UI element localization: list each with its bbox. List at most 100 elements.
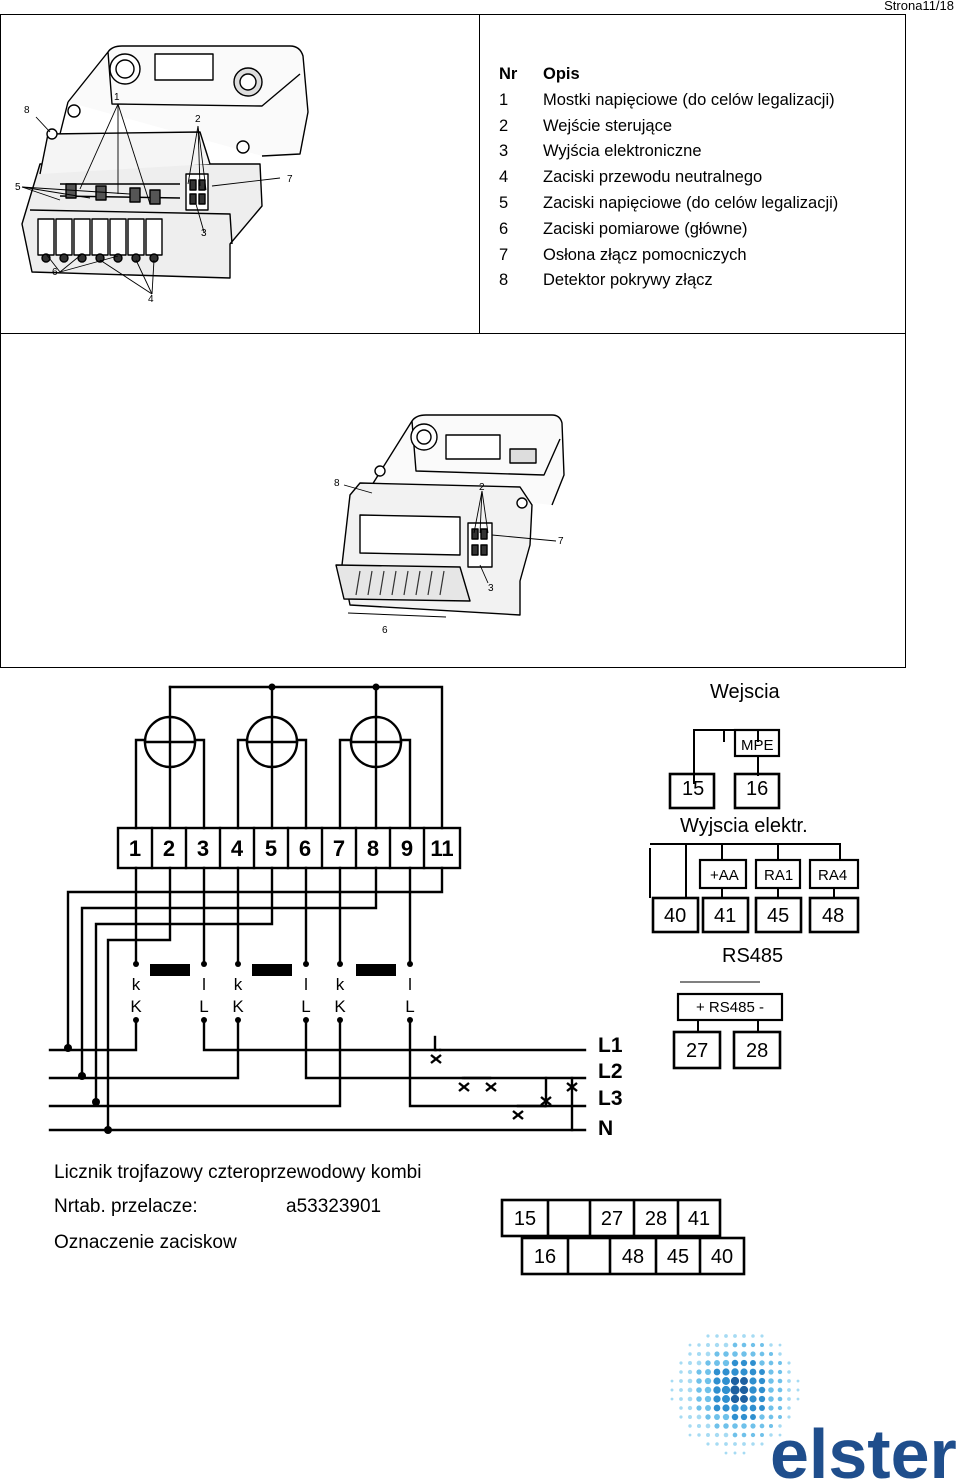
logo-dot (742, 1334, 746, 1338)
logo-dot (706, 1334, 710, 1338)
logo-dot (778, 1415, 782, 1419)
logo-dot (759, 1360, 765, 1366)
map-cell: 15 (514, 1208, 536, 1230)
logo-dot (731, 1359, 739, 1367)
logo-dot (732, 1432, 738, 1438)
wiring-diagram: 1 2 3 4 5 6 7 8 9 11 k l k l k l K L K L… (48, 681, 860, 1276)
logo-dot (759, 1423, 765, 1429)
logo-dot (768, 1351, 774, 1357)
input-terminal: 15 (682, 778, 704, 800)
callout-label: 7 (287, 174, 293, 185)
logo-dot (723, 1342, 729, 1348)
logo-dot (670, 1379, 674, 1383)
legend-nr: 3 (499, 142, 509, 161)
output-label: RA1 (764, 867, 793, 884)
logo-dot (758, 1386, 766, 1394)
callout-label: 3 (201, 228, 207, 239)
ct-label: K (130, 997, 142, 1016)
ct-label: L (199, 997, 208, 1016)
logo-dot (714, 1360, 720, 1366)
logo-dot (750, 1360, 756, 1366)
map-cell: 16 (534, 1246, 556, 1268)
logo-dot (724, 1442, 728, 1446)
logo-dot (713, 1368, 721, 1376)
logo-dot (777, 1369, 783, 1375)
ct-label: k (336, 975, 345, 994)
logo-dot (730, 1385, 740, 1395)
logo-dot (750, 1351, 756, 1357)
legend-desc: Zaciski przewodu neutralnego (543, 168, 763, 187)
logo-dot (741, 1432, 747, 1438)
logo-dot (679, 1388, 683, 1392)
logo-dot (732, 1342, 738, 1348)
logo-dot (670, 1397, 674, 1401)
logo-dot (749, 1404, 757, 1412)
logo-dot (705, 1360, 711, 1366)
logo-dot (687, 1387, 693, 1393)
callout-label: 6 (382, 625, 388, 636)
logo-dot (730, 1376, 740, 1386)
map-cell: 48 (622, 1246, 644, 1268)
terminal-number: 5 (265, 836, 277, 861)
logo-dot (778, 1424, 782, 1428)
logo-dot (759, 1351, 765, 1357)
logo-dot (768, 1414, 774, 1420)
logo-dot (696, 1387, 702, 1393)
logo-dot (687, 1369, 693, 1375)
meter-drawing-cover: 8 2 7 3 6 (334, 414, 565, 636)
map-cell: 27 (601, 1208, 623, 1230)
legend-desc: Zaciski napięciowe (do celów legalizacji… (543, 193, 839, 212)
logo-dot (714, 1414, 720, 1420)
logo-dot (749, 1368, 757, 1376)
rs485-title: RS485 (722, 945, 783, 967)
ct-label: k (132, 975, 141, 994)
logo-dot (705, 1414, 711, 1420)
line-label: L1 (598, 1034, 623, 1057)
logo-dot (688, 1343, 692, 1347)
logo-dot (787, 1415, 791, 1419)
logo-dot (697, 1343, 701, 1347)
rs485-terminal: 28 (746, 1040, 768, 1062)
legend-desc: Wejście sterujące (543, 116, 672, 135)
logo-dot (723, 1423, 729, 1429)
logo-dot (768, 1423, 774, 1429)
callout-label: 8 (24, 105, 30, 116)
logo-dot (687, 1396, 693, 1402)
logo-dot (688, 1433, 692, 1437)
ct-label: K (232, 997, 244, 1016)
logo-dot (760, 1433, 764, 1437)
logo-dot (740, 1395, 748, 1403)
rs485-label: + RS485 - (696, 999, 764, 1016)
logo-dot (733, 1442, 737, 1446)
logo-dot (796, 1397, 800, 1401)
logo-dot (768, 1369, 774, 1375)
terminal-number: 8 (367, 836, 379, 861)
input-terminal: 16 (746, 778, 768, 800)
output-terminal: 48 (822, 905, 844, 927)
logo-dot (778, 1361, 782, 1365)
legend-nr: 4 (499, 168, 509, 187)
terminal-number: 6 (299, 836, 311, 861)
caption-line2-value: a53323901 (286, 1196, 381, 1217)
logo-dot (722, 1413, 730, 1421)
logo-dot (687, 1378, 693, 1384)
logo-dot (768, 1396, 774, 1402)
logo-dot (787, 1388, 791, 1392)
logo-dot (732, 1423, 738, 1429)
logo-dot (705, 1369, 711, 1375)
logo-dot (679, 1370, 683, 1374)
logo-dot (742, 1451, 746, 1455)
logo-dot (714, 1432, 720, 1438)
logo-dot (751, 1442, 755, 1446)
elster-logo: elster (670, 1334, 957, 1480)
caption-line3: Oznaczenie zaciskow (54, 1232, 237, 1253)
logo-dot (777, 1396, 783, 1402)
legend-desc: Detektor pokrywy złącz (543, 271, 713, 290)
logo-dot (696, 1360, 702, 1366)
map-cell: 41 (688, 1208, 710, 1230)
callout-label: 1 (114, 92, 120, 103)
logo-dot (740, 1377, 748, 1385)
logo-dot (768, 1405, 774, 1411)
logo-dot (760, 1343, 764, 1347)
logo-dot (740, 1368, 748, 1376)
